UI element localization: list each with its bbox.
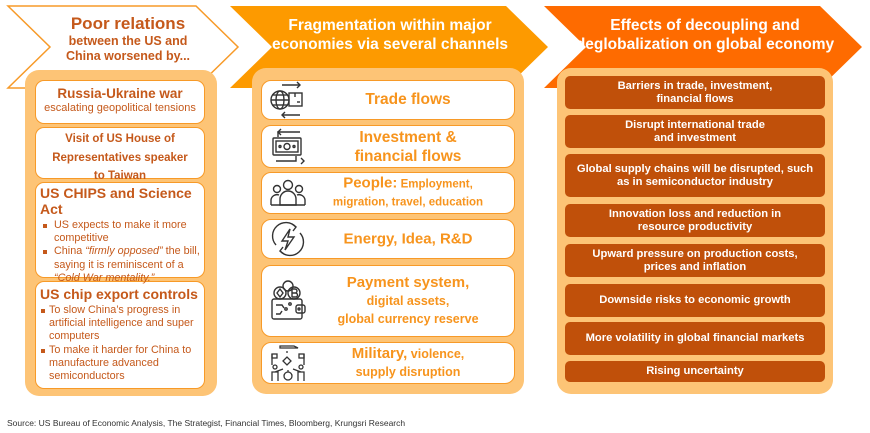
- channel-card: Investment & financial flows: [261, 125, 515, 168]
- effect-line: resource productivity: [637, 220, 753, 233]
- channels-panel: Trade flows Investment & financial flows…: [252, 68, 524, 394]
- effect-line: Downside risks to economic growth: [599, 294, 791, 306]
- stage1-title: Poor relations: [70, 14, 186, 33]
- cause-title-line: Visit of US House of: [65, 133, 175, 145]
- cause-title: US chip export controls: [40, 286, 198, 302]
- cause-title: Russia-Ukraine war: [57, 86, 183, 101]
- effect-card: Downside risks to economic growth: [565, 284, 825, 317]
- channel-main: Military,: [351, 345, 408, 362]
- effect-line: Global supply chains will be disrupted, …: [576, 162, 814, 175]
- stage2-header: Fragmentation within major economies via…: [250, 17, 530, 54]
- stage1-header: Poor relations between the US and China …: [28, 14, 228, 64]
- effect-line: as in semiconductor industry: [616, 175, 774, 188]
- stage1-subtitle-2: China worsened by...: [65, 49, 191, 64]
- cause-card: Visit of US House of Representatives spe…: [35, 127, 205, 182]
- channel-card: Energy, Idea, R&D: [261, 219, 515, 259]
- channel-label: Investment & financial flows: [308, 128, 508, 166]
- effect-line: prices and inflation: [643, 260, 747, 273]
- channel-label-line: financial flows: [354, 147, 462, 165]
- effect-line: Barriers in trade, investment,: [617, 79, 773, 92]
- stage3-chevron: [544, 6, 862, 88]
- bullet-quote: “firmly opposed”: [85, 245, 163, 258]
- cause-title-line: Representatives speaker: [52, 151, 188, 164]
- effect-line: Innovation loss and reduction in: [608, 207, 782, 220]
- energy-cycle-icon: [268, 219, 308, 259]
- effects-panel: Barriers in trade, investment,financial …: [557, 68, 833, 394]
- stage3-title-2: deglobalization on global economy: [575, 35, 835, 53]
- channel-label: Trade flows: [365, 91, 451, 108]
- channel-card: Trade flows: [261, 80, 515, 120]
- bullet-text: China: [54, 245, 86, 258]
- crypto-wallet-icon: [268, 279, 308, 323]
- channel-label-line: People: Employment,: [308, 175, 508, 194]
- causes-panel: Russia-Ukraine war escalating geopolitic…: [25, 70, 217, 396]
- effect-card: Barriers in trade, investment,financial …: [565, 76, 825, 109]
- cause-bullets: US expects to make it more competitive C…: [40, 219, 200, 285]
- stage1-subtitle-1: between the US and: [68, 34, 188, 49]
- cause-card: Russia-Ukraine war escalating geopolitic…: [35, 80, 205, 124]
- cause-subtitle: escalating geopolitical tensions: [44, 102, 196, 114]
- cause-title: US CHIPS and Science Act: [40, 185, 192, 217]
- cause-bullets: To slow China’s progress in artificial i…: [40, 304, 200, 383]
- channel-detail: digital assets,: [366, 294, 450, 308]
- cause-title-line: to Taiwan: [93, 170, 147, 182]
- channel-detail: violence,: [407, 347, 465, 361]
- cause-card: US chip export controls To slow China’s …: [35, 281, 205, 389]
- effect-line: Disrupt international trade: [625, 118, 765, 131]
- military-conflict-icon: [268, 343, 308, 383]
- channel-label: Military, violence, supply disruption: [308, 345, 508, 381]
- stage2-title-1: Fragmentation within major: [288, 17, 492, 34]
- source-note: Source: US Bureau of Economic Analysis, …: [7, 418, 406, 428]
- effect-card: Rising uncertainty: [565, 361, 825, 382]
- effect-line: financial flows: [656, 92, 734, 105]
- cause-bullet: To slow China’s progress in artificial i…: [40, 304, 200, 344]
- stage2-chevron: [230, 6, 548, 88]
- effect-line: Rising uncertainty: [646, 365, 744, 377]
- cause-bullet: To make it harder for China to manufactu…: [40, 344, 200, 384]
- channel-detail: migration, travel, education: [332, 196, 484, 209]
- cause-bullet: China “firmly opposed” the bill, saying …: [40, 245, 200, 285]
- channel-card: People: Employment, migration, travel, e…: [261, 172, 515, 214]
- channel-label: Payment system, digital assets, global c…: [308, 274, 508, 328]
- cause-card: US CHIPS and Science Act US expects to m…: [35, 182, 205, 284]
- effect-card: Global supply chains will be disrupted, …: [565, 154, 825, 197]
- bullet-quote: “Cold War mentality.”: [54, 271, 155, 284]
- money-exchange-icon: [268, 127, 308, 167]
- stage2-title-2: economies via several channels: [271, 35, 509, 53]
- channel-detail: Employment,: [397, 178, 473, 191]
- effect-line: and investment: [653, 131, 737, 144]
- channel-label-line: Investment &: [359, 128, 457, 146]
- channel-label-line: Military, violence,: [308, 345, 508, 363]
- stage3-title-1: Effects of decoupling and: [610, 17, 800, 34]
- effect-card: Upward pressure on production costs,pric…: [565, 244, 825, 277]
- people-group-icon: [268, 173, 308, 213]
- globe-trade-icon: [268, 80, 308, 120]
- effect-line: More volatility in global financial mark…: [585, 332, 805, 344]
- channel-detail: global currency reserve: [337, 312, 479, 326]
- channel-card: Payment system, digital assets, global c…: [261, 265, 515, 337]
- effect-line: Upward pressure on production costs,: [592, 247, 798, 260]
- channel-label: Energy, Idea, R&D: [343, 230, 473, 248]
- channel-card: Military, violence, supply disruption: [261, 342, 515, 384]
- channel-main: People:: [343, 174, 398, 192]
- effect-card: More volatility in global financial mark…: [565, 322, 825, 355]
- channel-label: People: Employment, migration, travel, e…: [308, 175, 508, 212]
- channel-main: Payment system,: [346, 274, 470, 291]
- bullet-text: the bill, saying it is reminiscent of a: [54, 245, 200, 271]
- channel-detail: supply disruption: [355, 365, 461, 379]
- cause-bullet: US expects to make it more competitive: [40, 219, 200, 245]
- stage3-header: Effects of decoupling and deglobalizatio…: [570, 17, 840, 54]
